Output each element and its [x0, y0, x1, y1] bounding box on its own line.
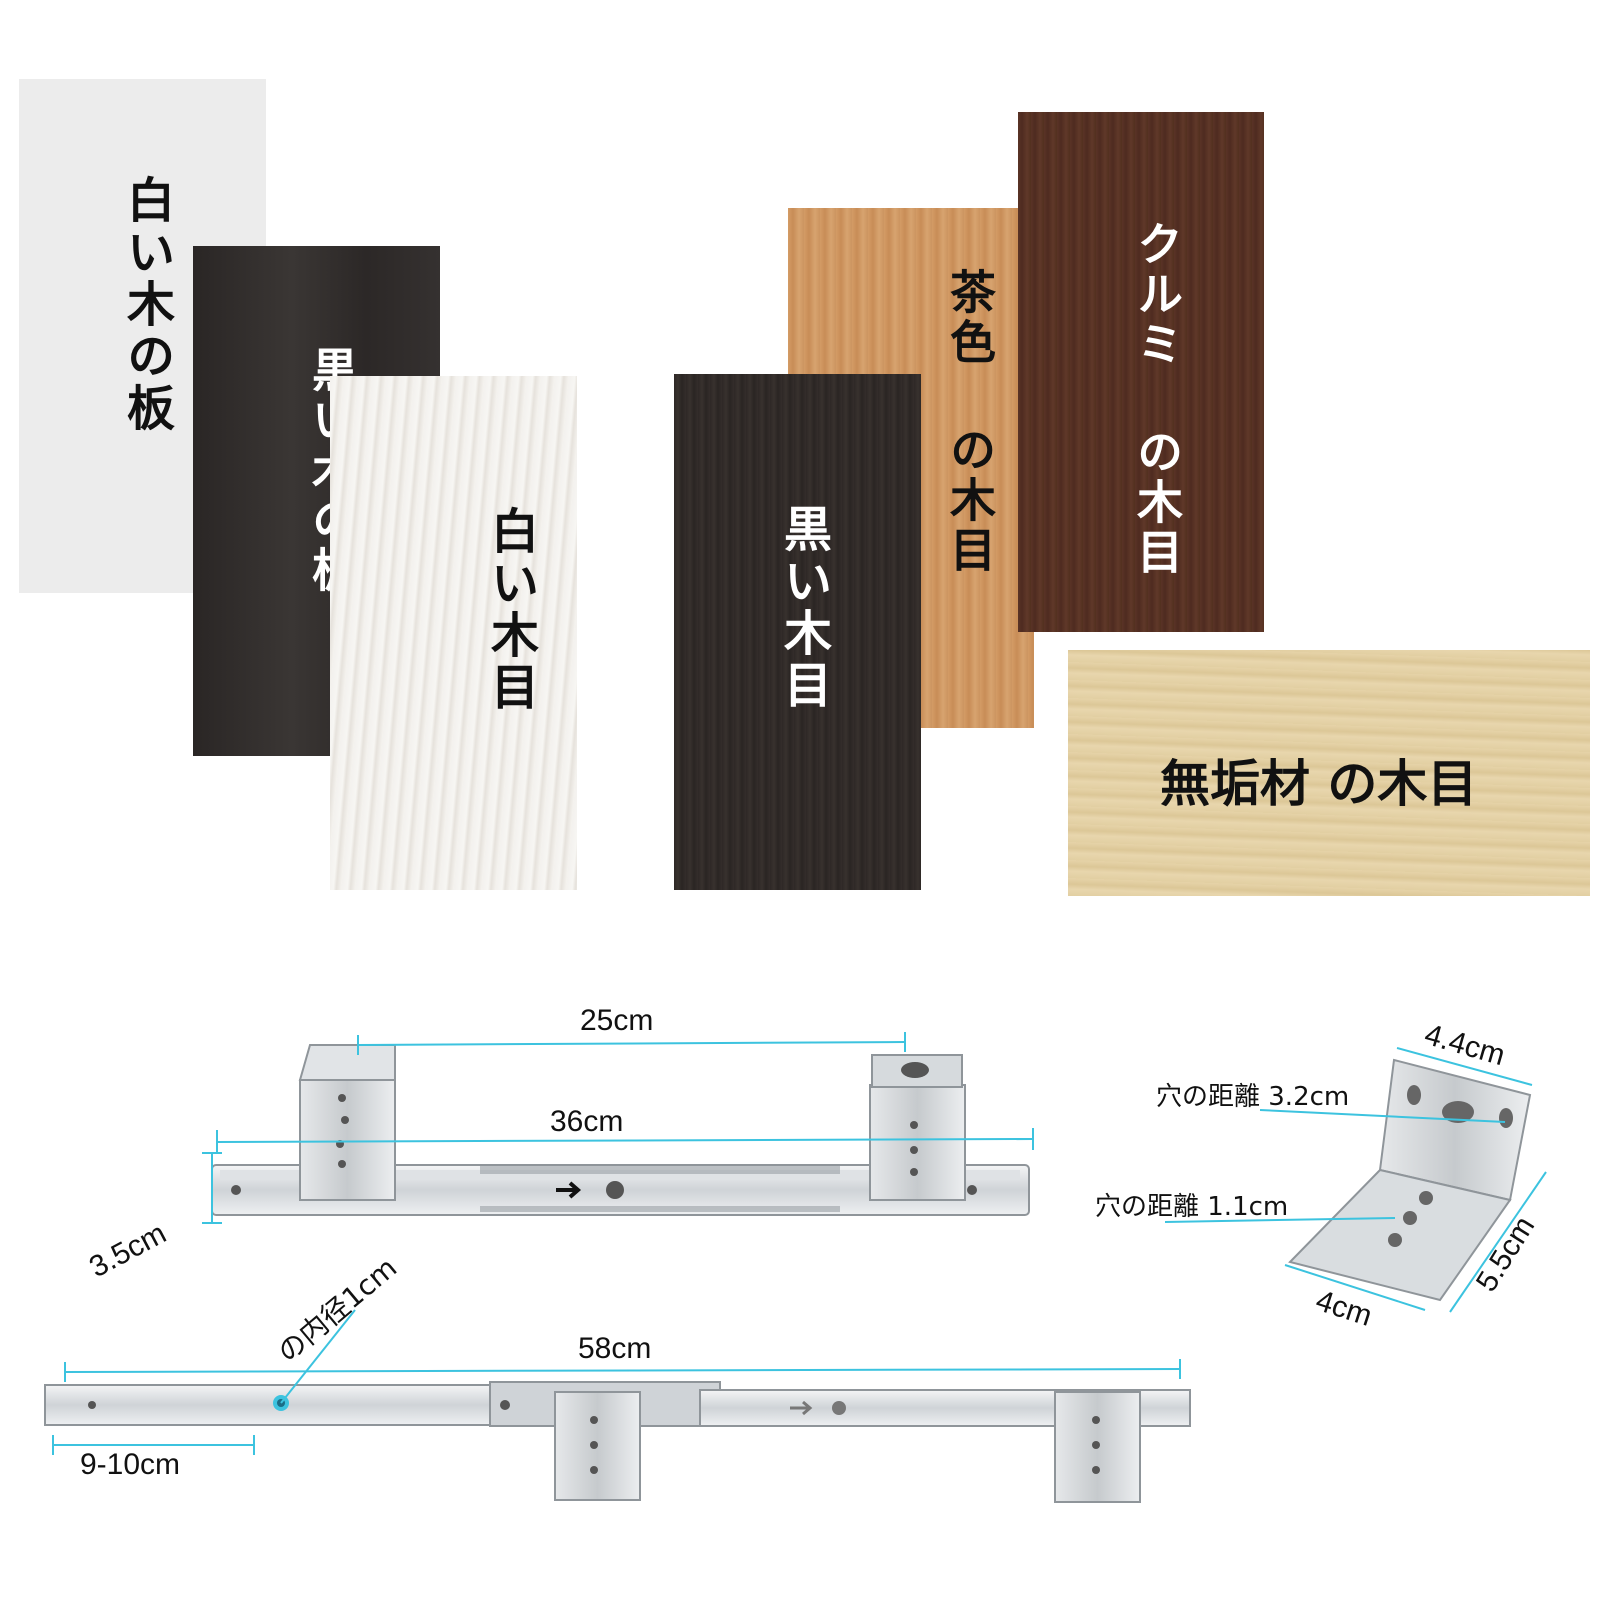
walnut-grain-swatch: クルミ の木目 — [1018, 112, 1264, 632]
long-slide-bracket-left — [554, 1391, 641, 1501]
dim-25cm: 25cm — [580, 1004, 654, 1037]
brown-grain-label: 茶色 の木目 — [943, 268, 997, 576]
short-slide-bracket-right — [869, 1054, 966, 1201]
dim-hole-distance-1-1: 穴の距離 1.1cm — [1095, 1192, 1289, 1222]
dimension-lines — [52, 1032, 1547, 1455]
black-grain-swatch: 黒い木目 — [674, 374, 921, 890]
solid-grain-label: 無垢材 の木目 — [1160, 755, 1478, 813]
black-grain-label: 黒い木目 — [775, 504, 831, 712]
dim-hole-distance-3-2: 穴の距離 3.2cm — [1156, 1082, 1350, 1112]
short-slide-bracket-left — [298, 1044, 396, 1201]
dim-58cm: 58cm — [578, 1332, 652, 1365]
short-drawer-slide — [211, 1164, 1030, 1216]
dim-9-10cm: 9-10cm — [80, 1448, 181, 1481]
l-bracket — [1288, 1058, 1532, 1302]
white-board-label: 白い木の板 — [118, 175, 174, 435]
white-grain-swatch: 白い木目 — [330, 376, 577, 890]
dim-36cm: 36cm — [550, 1105, 624, 1138]
white-grain-label: 白い木目 — [482, 506, 538, 714]
long-slide-bracket-right — [1054, 1391, 1141, 1503]
solid-grain-swatch: 無垢材 の木目 — [1068, 650, 1590, 896]
walnut-grain-label: クルミ の木目 — [1130, 220, 1184, 578]
